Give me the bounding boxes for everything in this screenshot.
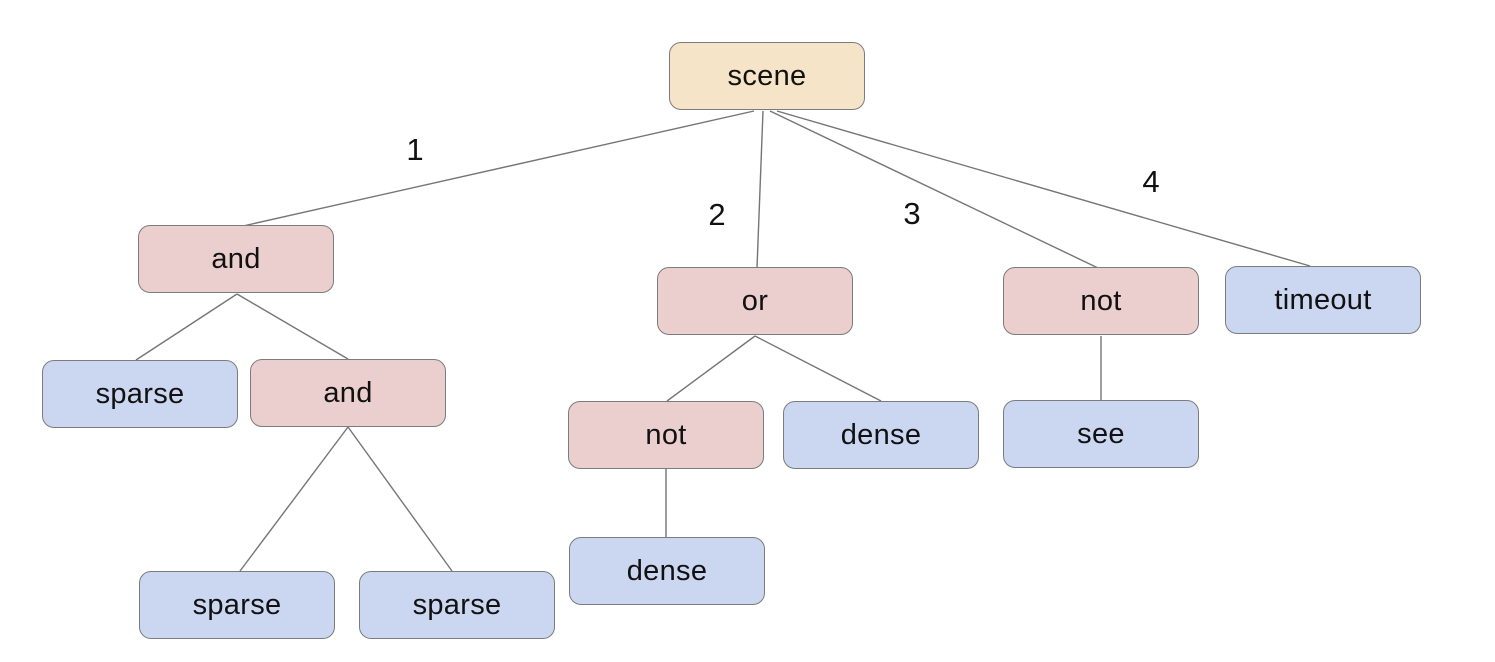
edge-and1-and2 [236,293,349,360]
edge-label-1: 1 [406,132,424,167]
node-label: sparse [412,588,502,621]
node-label: timeout [1274,283,1372,316]
tree-node-and-2: and [250,359,446,427]
edge-and1-sparse1 [135,293,238,361]
edge-scene-or [756,110,764,269]
tree-node-scene: scene [669,42,865,110]
tree-node-timeout: timeout [1225,266,1421,334]
edge-or-dense1 [754,335,882,402]
tree-node-or: or [657,267,853,335]
tree-node-sparse-3: sparse [359,571,555,639]
tree-node-dense-2: dense [569,537,765,605]
tree-node-dense-1: dense [783,401,979,469]
edge-label-3: 3 [903,196,921,231]
tree-node-and-1: and [138,225,334,293]
edge-or-not2 [666,335,756,402]
node-label: not [1080,284,1122,317]
edge-scene-not1 [769,110,1099,269]
tree-node-sparse-2: sparse [139,571,335,639]
node-label: dense [840,418,922,451]
node-label: see [1077,417,1125,450]
node-label: or [741,284,769,317]
node-label: and [211,242,261,275]
tree-node-not-1: not [1003,267,1199,335]
node-label: not [645,418,687,451]
node-label: sparse [192,588,282,621]
edge-and2-sparse3 [347,426,453,572]
node-label: dense [626,554,708,587]
node-label: sparse [95,377,185,410]
edge-scene-timeout [776,110,1311,267]
edge-and2-sparse2 [239,426,349,572]
node-label: scene [727,59,807,92]
edge-scene-and1 [242,110,755,227]
edge-label-4: 4 [1142,164,1160,199]
tree-node-sparse-1: sparse [42,360,238,428]
edge-label-2: 2 [708,197,726,232]
node-label: and [323,376,373,409]
tree-node-see: see [1003,400,1199,468]
tree-node-not-2: not [568,401,764,469]
